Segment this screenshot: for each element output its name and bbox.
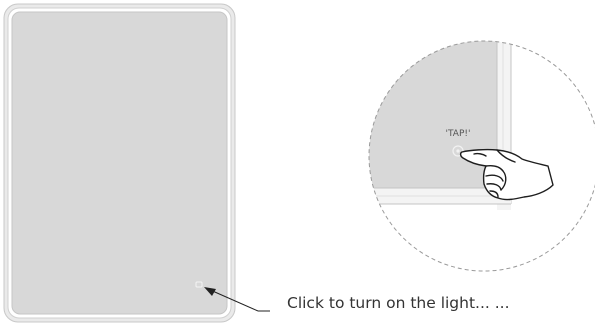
zoom-detail: 'TAP!': [340, 20, 595, 271]
mirror: [4, 4, 235, 322]
mirror-glass: [12, 12, 227, 314]
tap-label: 'TAP!': [446, 129, 471, 139]
caption-text: Click to turn on the light... ...: [287, 294, 510, 312]
